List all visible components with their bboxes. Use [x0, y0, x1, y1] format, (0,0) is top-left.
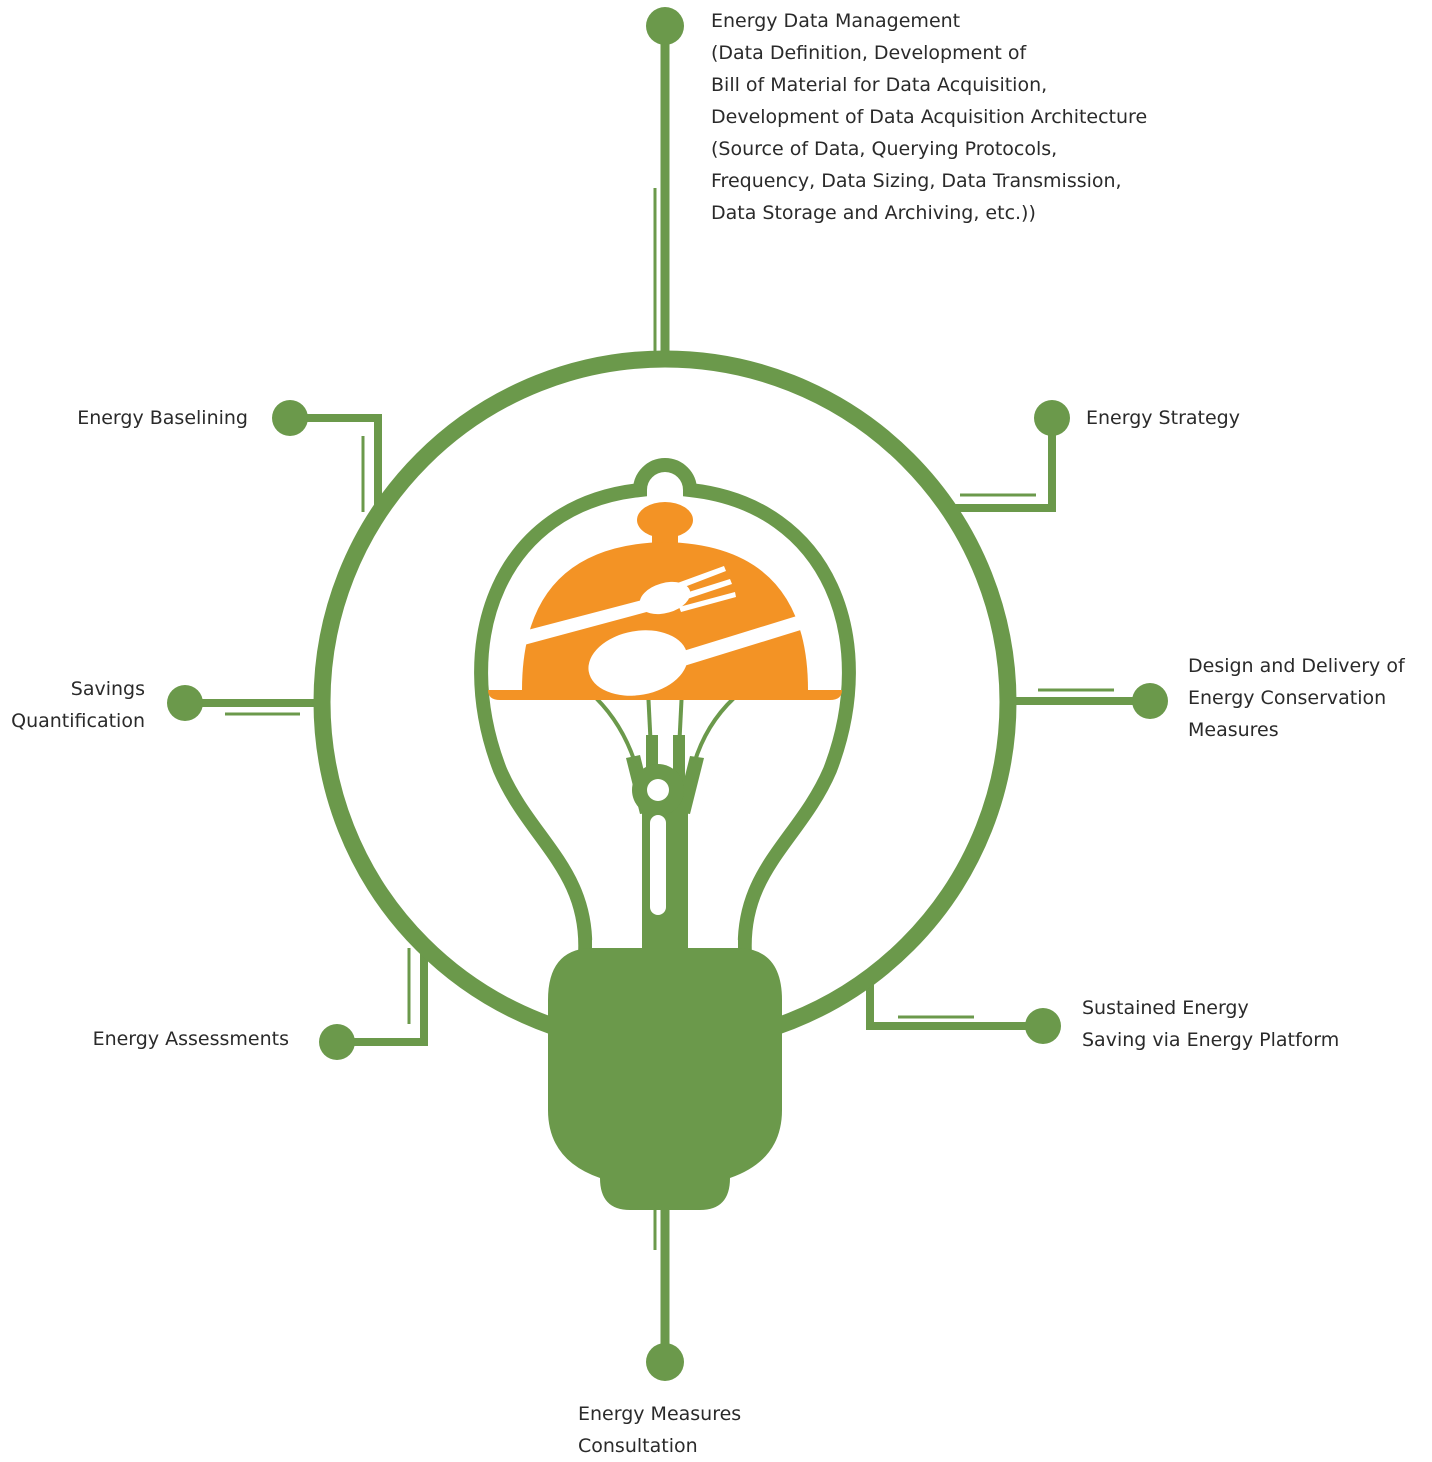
node-dot-lower-left	[319, 1024, 355, 1060]
node-dot-lower-right	[1025, 1008, 1061, 1044]
cloche-dome	[522, 542, 808, 690]
bulb-glass-outline	[474, 458, 856, 1007]
spoon-icon	[588, 615, 804, 696]
connector-upper-right	[955, 418, 1056, 512]
node-label-lower-right: Sustained Energy Saving via Energy Platf…	[1082, 997, 1340, 1051]
connector-upper-left	[290, 414, 382, 518]
node-dot-mid-right	[1132, 683, 1168, 719]
connector-lower-left	[337, 950, 428, 1046]
connector-lower-right	[866, 978, 1043, 1030]
node-label-mid-right: Design and Delivery of Energy Conservati…	[1188, 655, 1405, 741]
lightbulb-icon	[474, 458, 856, 1210]
node-dot-top	[646, 7, 684, 45]
bulb-base	[548, 948, 782, 1210]
node-dot-upper-left	[272, 400, 308, 436]
node-label-top: Energy Data Management (Data Definition,…	[711, 10, 1148, 224]
node-label-upper-right: Energy Strategy	[1086, 407, 1240, 429]
node-label-bottom: Energy Measures Consultation	[578, 1403, 742, 1457]
cloche-rim	[488, 690, 842, 700]
cloche-handle	[637, 502, 693, 538]
node-dot-mid-left	[167, 685, 203, 721]
node-dot-upper-right	[1034, 400, 1070, 436]
node-label-upper-left: Energy Baselining	[77, 407, 248, 429]
node-dot-bottom	[646, 1343, 684, 1381]
node-dots	[167, 7, 1168, 1381]
food-cloche-icon	[488, 502, 842, 700]
node-label-mid-left: Savings Quantification	[11, 678, 145, 732]
fork-icon	[520, 566, 736, 645]
filament-hub-hole	[647, 779, 669, 801]
stem-slot	[650, 815, 666, 915]
cloche-handle-neck	[652, 525, 678, 547]
connector-lines	[185, 28, 1150, 1362]
node-label-lower-left: Energy Assessments	[92, 1028, 289, 1050]
